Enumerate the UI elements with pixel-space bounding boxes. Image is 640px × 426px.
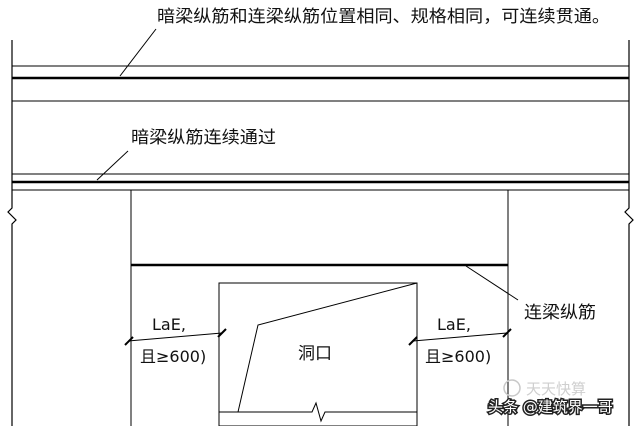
anchor-tick [502, 328, 512, 338]
watermark-caption: 头条 @建筑界一哥 [488, 398, 613, 416]
anchor-label-left-line1: LaE, [152, 315, 186, 334]
right-note: 连梁纵筋 [524, 303, 596, 323]
anchor-tick [217, 328, 227, 338]
anchor-tick [408, 336, 418, 346]
bottom-break-mark [219, 401, 417, 423]
opening-label: 洞口 [298, 344, 332, 364]
wall-left-edge [7, 40, 17, 426]
anchor-tick [124, 336, 134, 346]
anchor-label-left-line2: 且≥600) [140, 347, 206, 366]
anchor-label-right-line2: 且≥600) [425, 347, 491, 366]
opening-outline [218, 282, 418, 426]
watermark-faint-text: 天天快算 [526, 380, 586, 398]
watermark: 天天快算 头条 @建筑界一哥 [487, 379, 614, 418]
anchor-dim-left [127, 332, 223, 342]
middle-note: 暗梁纵筋连续通过 [131, 128, 276, 148]
anchor-label-right-line1: LaE, [437, 315, 471, 334]
anchor-dim-right [412, 332, 508, 342]
leader-top-note [119, 28, 157, 77]
wall-right-edge [624, 40, 634, 426]
top-note: 暗梁纵筋和连梁纵筋位置相同、规格相同，可连续贯通。 [157, 7, 610, 27]
leader-right-note [465, 265, 519, 301]
watermark-logo-icon [503, 379, 521, 397]
leader-middle-note [96, 150, 129, 181]
opening-door-swing [237, 282, 418, 413]
